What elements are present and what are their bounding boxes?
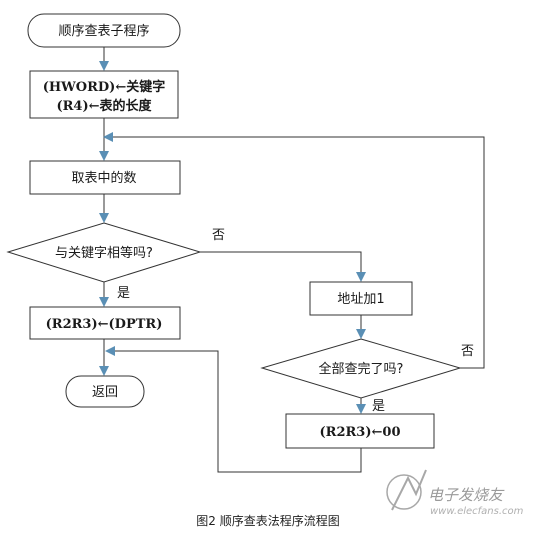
edge-label-compare-no: 否	[212, 228, 225, 243]
node-result: (R2R3)←(DPTR)	[29, 306, 181, 340]
node-clear-label: (R2R3)←00	[320, 425, 401, 440]
node-fetch: 取表中的数	[29, 160, 181, 195]
watermark-main: 电子发烧友	[428, 486, 505, 504]
edge-label-check-yes: 是	[372, 399, 385, 414]
node-check-all-label: 全部查完了吗?	[319, 361, 404, 377]
node-check-all: 全部查完了吗?	[260, 338, 462, 399]
edge-label-compare-yes: 是	[117, 286, 130, 301]
node-addr-inc-label: 地址加1	[337, 292, 384, 307]
node-return-label: 返回	[92, 385, 118, 400]
node-init-line2: (R4)←表的长度	[56, 98, 152, 114]
edge-label-check-no: 否	[461, 344, 474, 359]
node-start-label: 顺序查表子程序	[58, 24, 149, 39]
node-addr-inc: 地址加1	[309, 281, 413, 316]
node-result-label: (R2R3)←(DPTR)	[46, 317, 163, 332]
node-init-line1: (HWORD)←关键字	[43, 79, 165, 95]
watermark-logo-icon	[386, 469, 427, 511]
node-init: (HWORD)←关键字 (R4)←表的长度	[29, 70, 179, 119]
node-fetch-label: 取表中的数	[71, 170, 136, 186]
node-start: 顺序查表子程序	[27, 13, 181, 48]
edge-check-no-loop	[103, 132, 485, 369]
node-clear: (R2R3)←00	[285, 413, 435, 449]
edge-clear-back	[105, 346, 362, 473]
diagram-caption: 图2 顺序查表法程序流程图	[196, 513, 339, 528]
node-return: 返回	[65, 375, 145, 408]
edge-compare-no	[200, 251, 366, 282]
watermark: 电子发烧友 www.elecfans.com	[386, 469, 524, 517]
watermark-url: www.elecfans.com	[430, 506, 524, 517]
node-compare-label: 与关键字相等吗?	[55, 245, 153, 261]
node-compare: 与关键字相等吗?	[6, 222, 202, 283]
